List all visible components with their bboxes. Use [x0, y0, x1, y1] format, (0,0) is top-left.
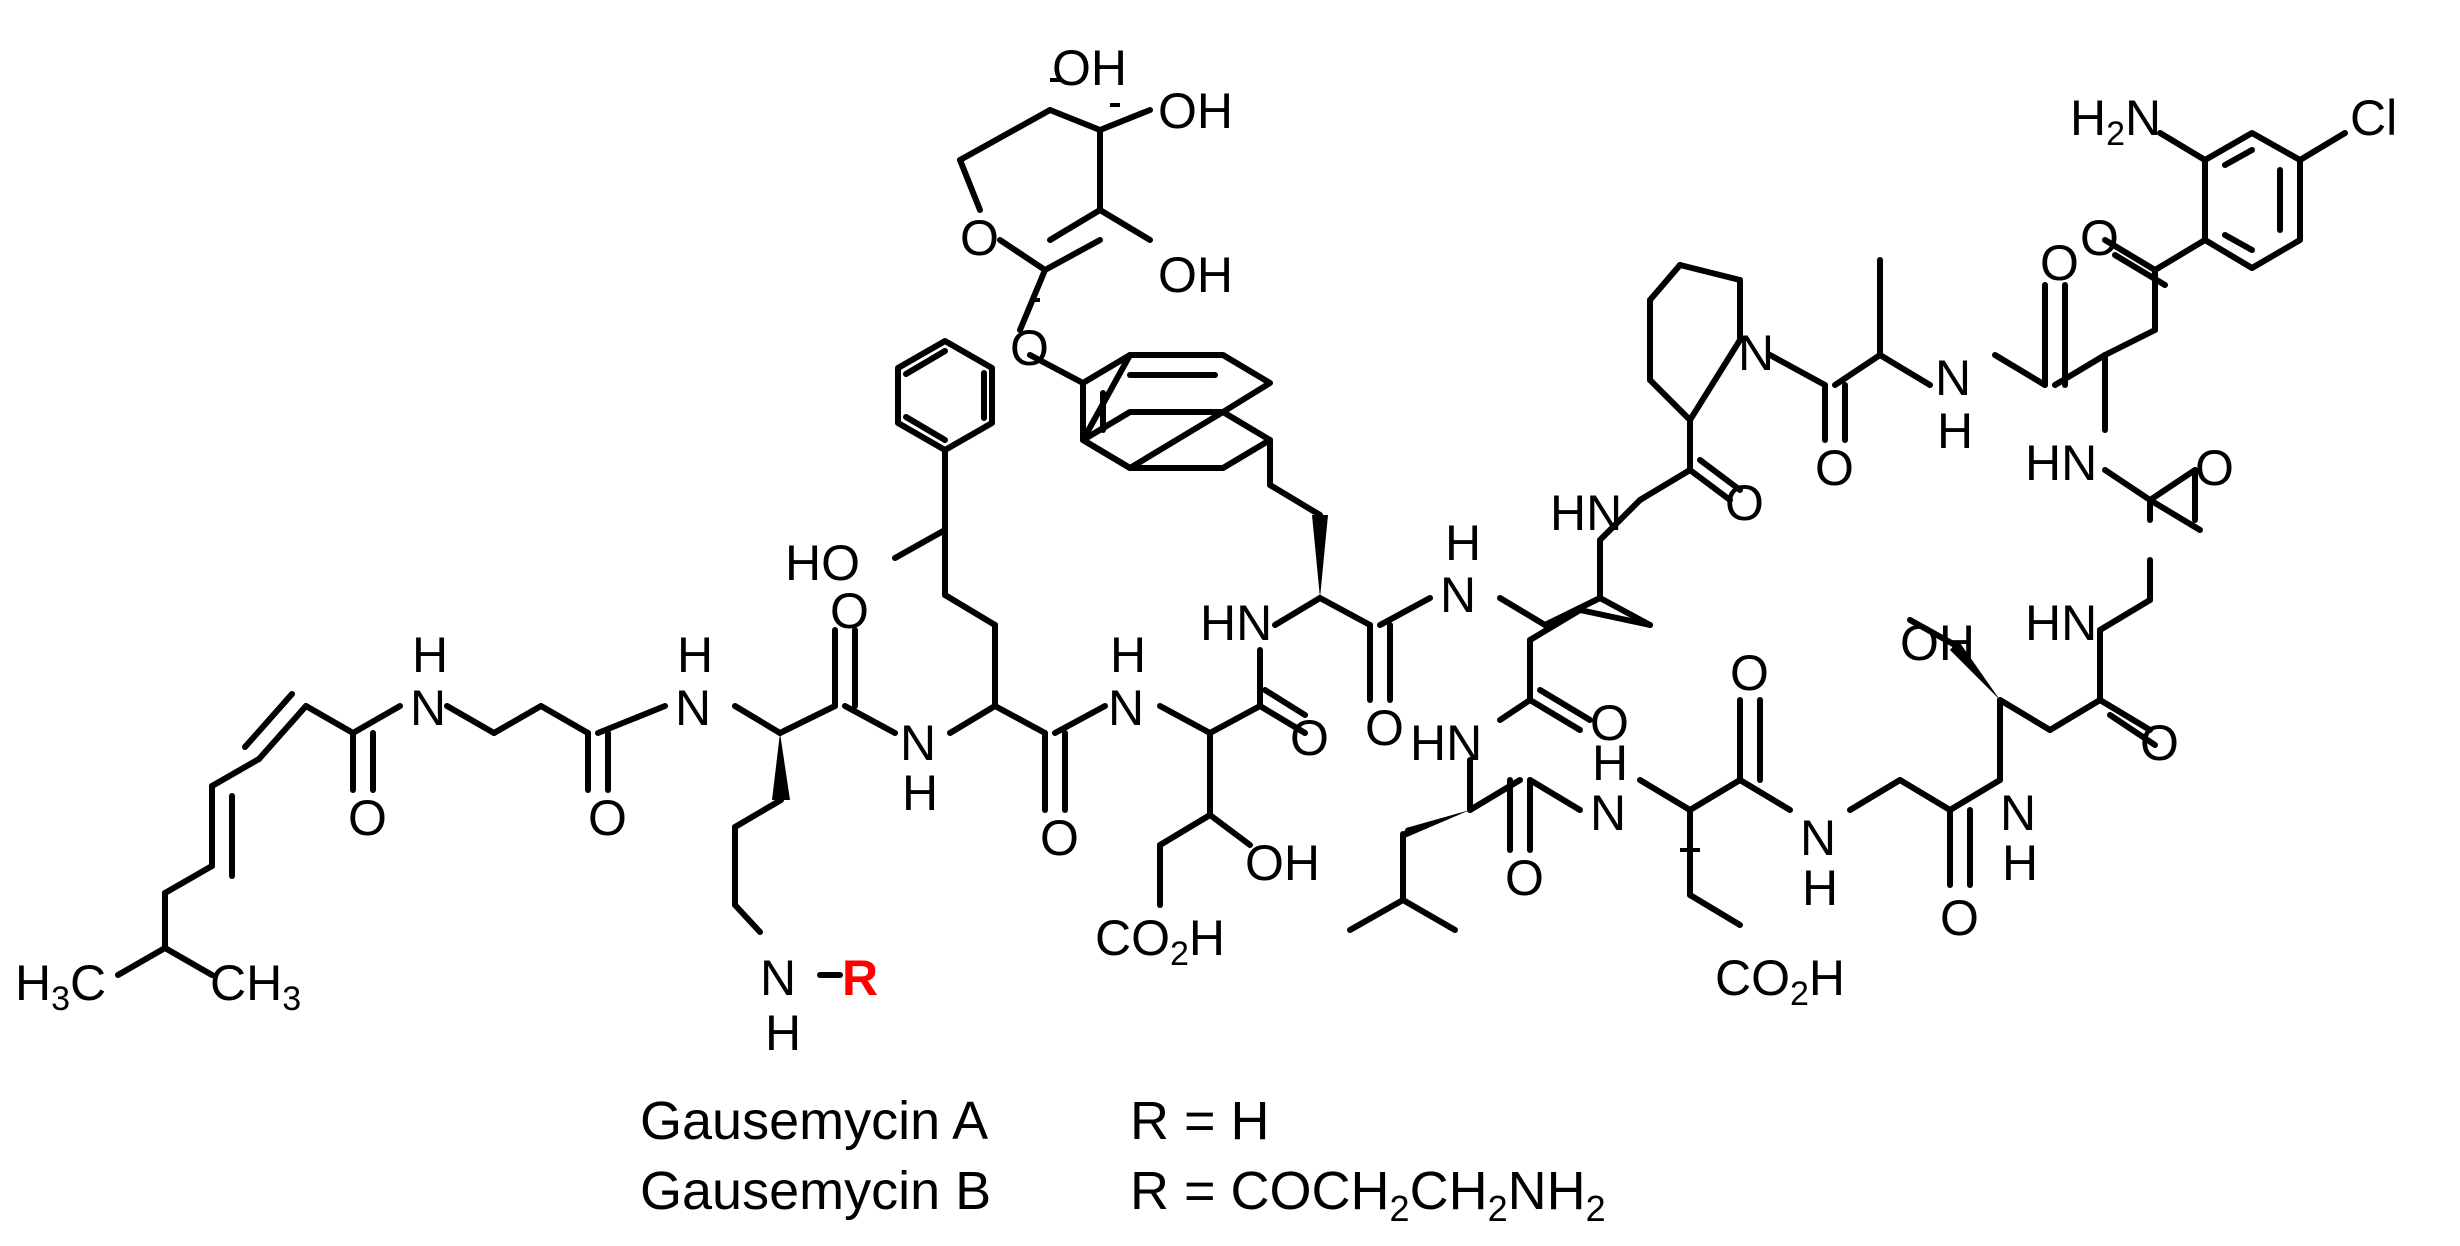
ring-oxygen-label: O: [960, 210, 999, 266]
amide-h-label: H: [1937, 403, 1973, 459]
oh-label: OH: [1158, 247, 1233, 303]
carbonyl-oxygen-label: O: [1505, 850, 1544, 906]
amide-h-label: H: [2002, 835, 2038, 891]
ch3-label: CH3: [210, 955, 301, 1018]
compound-name: Gausemycin B: [640, 1161, 992, 1221]
carbonyl-oxygen-label: O: [1940, 890, 1979, 946]
carbonyl-oxygen-label: O: [1040, 810, 1079, 866]
carbonyl-oxygen-label: O: [1815, 440, 1854, 496]
amide-n-label: N: [1800, 810, 1836, 866]
nh-r-h-label: H: [765, 1005, 801, 1061]
glycosidic-oxygen-label: O: [1010, 320, 1049, 376]
amide-hn-label: HN: [1410, 715, 1482, 771]
amide-h-label: H: [412, 627, 448, 683]
ornithine-residue: [732, 627, 898, 978]
co2h-label: CO2H: [1095, 910, 1225, 973]
amide-n-label: N: [1590, 785, 1626, 841]
amide-hn-label: HN: [2025, 595, 2097, 651]
r-definition: R = H: [1130, 1091, 1270, 1151]
carbonyl-oxygen-label: O: [2040, 235, 2079, 291]
amide-n-label: N: [1440, 567, 1476, 623]
lower-macrocycle: [1347, 467, 2203, 933]
proline-n-label: N: [1738, 325, 1774, 381]
carbonyl-oxygen-label: O: [348, 790, 387, 846]
carbonyl-oxygen-label: O: [2140, 715, 2179, 771]
amide-h-label: H: [1110, 627, 1146, 683]
macrocycle-backbone: [1497, 237, 2208, 628]
compound-name: Gausemycin A: [640, 1091, 989, 1151]
amide-h-label: H: [1445, 515, 1481, 571]
r-definition: R = COCH2CH2NH2: [1130, 1161, 1606, 1229]
ho-label: HO: [785, 535, 860, 591]
h2n-label: H2N: [2070, 90, 2161, 153]
carbonyl-oxygen-label: O: [830, 583, 869, 639]
beta-alanine-residue: [444, 703, 668, 793]
h3c-label: H3C: [15, 955, 106, 1018]
hydroxy-aspartate-residue: [1157, 647, 1308, 908]
xylopyranose-ring: [957, 78, 1153, 333]
amide-hn-label: HN: [1550, 485, 1622, 541]
oh-label: OH: [1052, 40, 1127, 96]
carbonyl-oxygen-label: O: [1365, 700, 1404, 756]
carbonyl-oxygen-label: O: [588, 790, 627, 846]
r-group-label: R: [842, 950, 878, 1006]
amide-h-label: H: [677, 627, 713, 683]
amide-hn-label: HN: [1200, 595, 1272, 651]
co2h-label: CO2H: [1715, 950, 1845, 1013]
amide-hn-label: HN: [2025, 435, 2097, 491]
phenyl-hydroxy-residue: [892, 338, 1108, 813]
ketone-oxygen-label: O: [2080, 210, 2119, 266]
amide-n-label: N: [410, 680, 446, 736]
carbonyl-oxygen-label: O: [2195, 440, 2234, 496]
amide-h-label: H: [1592, 735, 1628, 791]
tyrosine-glycoside: [1027, 352, 1433, 703]
oh-label: OH: [1900, 615, 1975, 671]
amide-n-label: N: [900, 715, 936, 771]
amide-n-label: N: [1108, 680, 1144, 736]
chlorine-label: Cl: [2350, 90, 2397, 146]
kynurenine-aryl: [2157, 130, 2348, 271]
amide-h-label: H: [902, 765, 938, 821]
nh-r-label: N: [760, 950, 796, 1006]
amide-n-label: N: [1935, 350, 1971, 406]
carbonyl-oxygen-label: O: [1725, 475, 1764, 531]
atom-labels: OH OH OH O O HO H2N Cl O H3C CH3 N H R C…: [15, 40, 2397, 1061]
fatty-acyl-chain: [115, 691, 403, 978]
amide-n-label: N: [2000, 785, 2036, 841]
oh-label: OH: [1158, 83, 1233, 139]
amide-h-label: H: [1802, 860, 1838, 916]
amide-n-label: N: [675, 680, 711, 736]
carbonyl-oxygen-label: O: [1730, 645, 1769, 701]
oh-label: OH: [1245, 835, 1320, 891]
carbonyl-oxygen-label: O: [1590, 695, 1629, 751]
carbonyl-oxygen-label: O: [1290, 710, 1329, 766]
